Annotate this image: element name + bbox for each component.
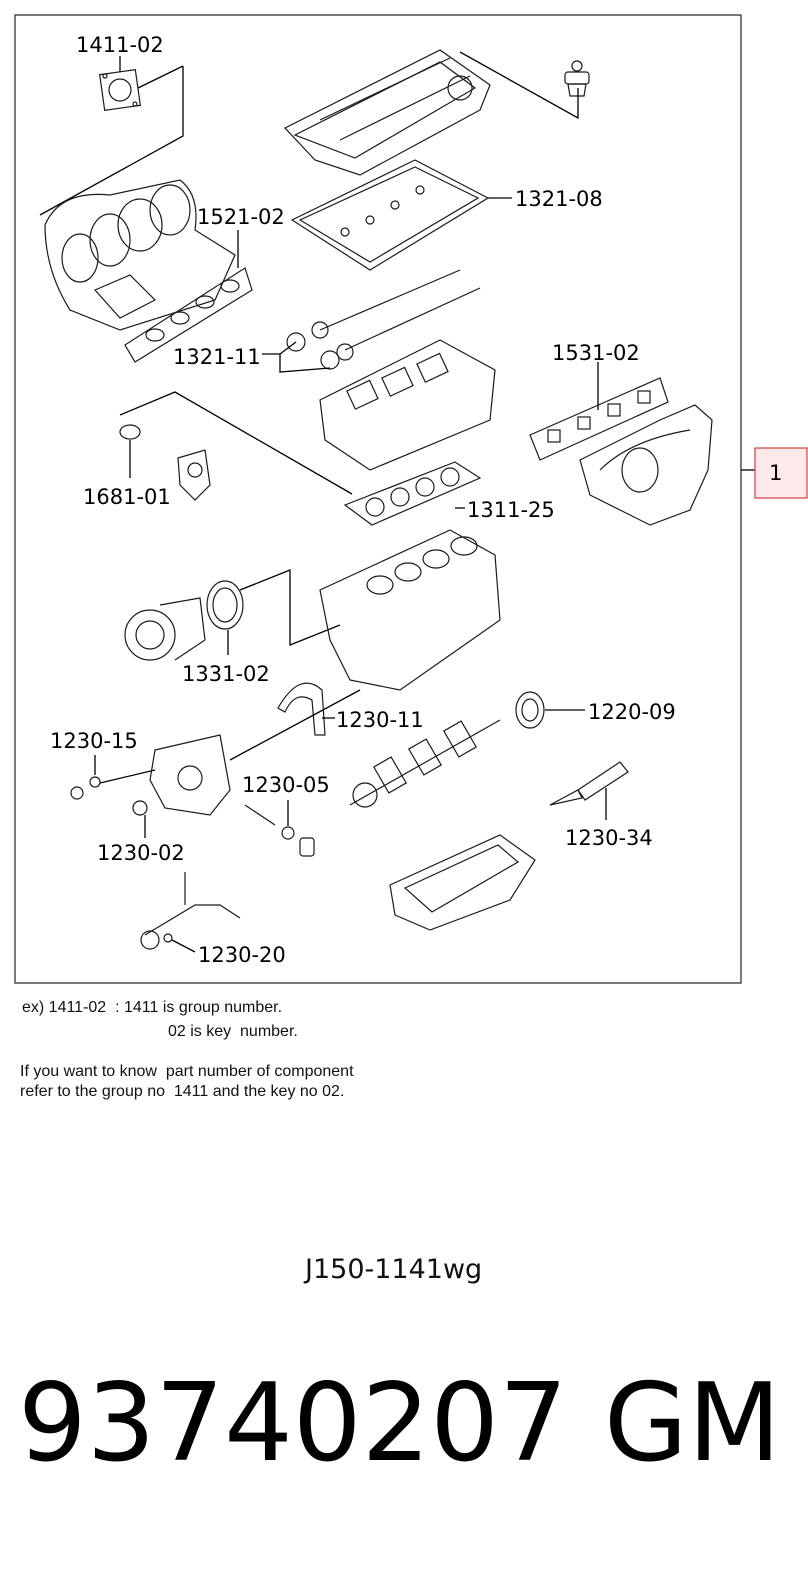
throttle-gasket-part xyxy=(98,68,142,112)
callout-1681-01[interactable]: 1681-01 xyxy=(83,485,171,509)
cylinder-block-part xyxy=(319,529,501,691)
valve-cover-gasket-part xyxy=(290,159,490,271)
callout-1230-15[interactable]: 1230-15 xyxy=(50,729,138,753)
oil-pan-part xyxy=(389,834,536,931)
exhaust-manifold-part xyxy=(579,404,713,526)
callout-1321-11[interactable]: 1321-11 xyxy=(173,345,261,369)
valve-cover-part xyxy=(284,49,491,176)
callout-1230-20[interactable]: 1230-20 xyxy=(198,943,286,967)
exhaust-gasket-part xyxy=(529,377,669,461)
drawing-code: J150-1141wg xyxy=(305,1254,483,1285)
head-gasket-part xyxy=(343,461,482,526)
exploded-parts-diagram: 1 xyxy=(14,14,808,984)
intake-manifold-part xyxy=(44,179,236,331)
example-note-line-2: 02 is key number. xyxy=(168,1023,298,1040)
oil-cap-part xyxy=(564,60,590,97)
rear-seal-housing-gasket-part xyxy=(277,682,326,736)
assembly-tab-label: 1 xyxy=(769,461,782,485)
info-note-line-2: refer to the group no 1411 and the key n… xyxy=(20,1083,345,1100)
example-note-line-1: ex) 1411-02 : 1411 is group number. xyxy=(22,999,283,1016)
callout-1230-11[interactable]: 1230-11 xyxy=(336,708,424,732)
intake-gasket-part xyxy=(124,267,253,363)
oil-pickup-part xyxy=(140,872,241,950)
camshafts-part xyxy=(311,269,481,361)
crankshaft-part xyxy=(349,719,501,808)
assembly-tab[interactable]: 1 xyxy=(741,447,808,499)
front-seal-part xyxy=(206,580,244,630)
sealant-tube-part xyxy=(549,761,629,806)
thermostat-part xyxy=(119,424,211,501)
callout-1521-02[interactable]: 1521-02 xyxy=(197,205,285,229)
callout-1230-05[interactable]: 1230-05 xyxy=(242,773,330,797)
callout-1220-09[interactable]: 1220-09 xyxy=(588,700,676,724)
cylinder-head-part xyxy=(319,339,496,471)
callout-1311-25[interactable]: 1311-25 xyxy=(467,498,555,522)
crank-rear-seal-part xyxy=(515,691,545,729)
brand-name: GM xyxy=(604,1361,781,1486)
info-note-line-1: If you want to know part number of compo… xyxy=(20,1063,354,1080)
callout-1411-02[interactable]: 1411-02 xyxy=(76,33,164,57)
cam-seals-part xyxy=(286,332,340,370)
callout-1230-34[interactable]: 1230-34 xyxy=(565,826,653,850)
callout-1531-02[interactable]: 1531-02 xyxy=(552,341,640,365)
part-number: 93740207 xyxy=(18,1361,568,1486)
diagram-frame xyxy=(14,14,742,984)
callout-1321-08[interactable]: 1321-08 xyxy=(515,187,603,211)
water-pump-part xyxy=(124,597,206,661)
callout-labels: 1411-02 1521-02 1321-08 1321-11 1531-02 … xyxy=(50,33,676,967)
small-seals-part xyxy=(70,776,315,857)
callout-1230-02[interactable]: 1230-02 xyxy=(97,841,185,865)
oil-pump-part xyxy=(149,734,231,816)
callout-1331-02[interactable]: 1331-02 xyxy=(182,662,270,686)
